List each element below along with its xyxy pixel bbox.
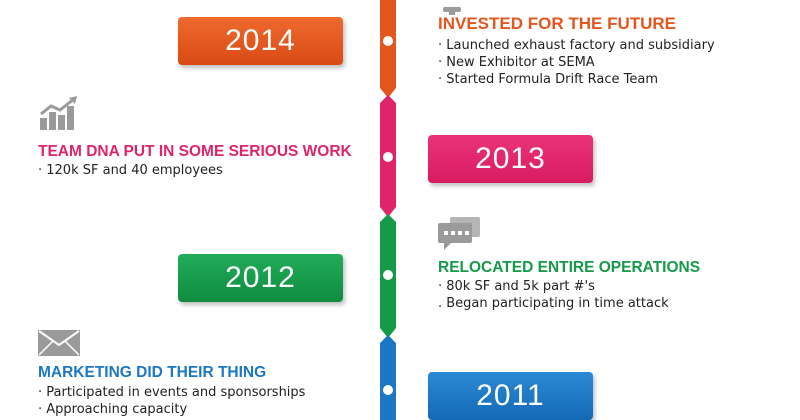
event-bullets-2013: · 120k SF and 40 employees bbox=[38, 162, 223, 179]
list-item: · Started Formula Drift Race Team bbox=[438, 72, 658, 87]
year-badge-2012: 2012 bbox=[178, 254, 343, 302]
gear-icon bbox=[440, 0, 464, 19]
timeline-spine-orange bbox=[380, 0, 396, 100]
event-heading-2011: MARKETING DID THEIR THING bbox=[38, 364, 267, 381]
timeline-dot-2012 bbox=[383, 270, 393, 280]
timeline-dot-2014 bbox=[383, 36, 393, 46]
event-bullets-2012: · 80k SF and 5k part #'s . Began partici… bbox=[438, 278, 669, 312]
timeline-dot-2011 bbox=[383, 385, 393, 395]
event-heading-2012: RELOCATED ENTIRE OPERATIONS bbox=[438, 259, 701, 276]
list-item: · Approaching capacity bbox=[38, 402, 188, 417]
year-badge-2013: 2013 bbox=[428, 135, 593, 183]
list-item: · 80k SF and 5k part #'s bbox=[438, 279, 595, 294]
year-badge-2011: 2011 bbox=[428, 372, 593, 420]
growth-chart-icon bbox=[38, 96, 80, 136]
list-item: · New Exhibitor at SEMA bbox=[438, 55, 595, 70]
event-bullets-2014: · Launched exhaust factory and subsidiar… bbox=[438, 37, 715, 88]
timeline-spine-blue bbox=[380, 335, 396, 420]
event-heading-2013: TEAM DNA PUT IN SOME SERIOUS WORK bbox=[38, 143, 352, 160]
chat-bubble-icon bbox=[438, 217, 482, 255]
timeline-dot-2013 bbox=[383, 152, 393, 162]
envelope-icon bbox=[38, 330, 80, 360]
list-item: · Launched exhaust factory and subsidiar… bbox=[438, 38, 715, 53]
list-item: . Began participating in time attack bbox=[438, 296, 669, 311]
list-item: · 120k SF and 40 employees bbox=[38, 163, 223, 178]
list-item: · Participated in events and sponsorship… bbox=[38, 385, 306, 400]
event-bullets-2011: · Participated in events and sponsorship… bbox=[38, 384, 305, 418]
event-heading-2014: INVESTED FOR THE FUTURE bbox=[438, 14, 677, 33]
year-badge-2014: 2014 bbox=[178, 17, 343, 65]
